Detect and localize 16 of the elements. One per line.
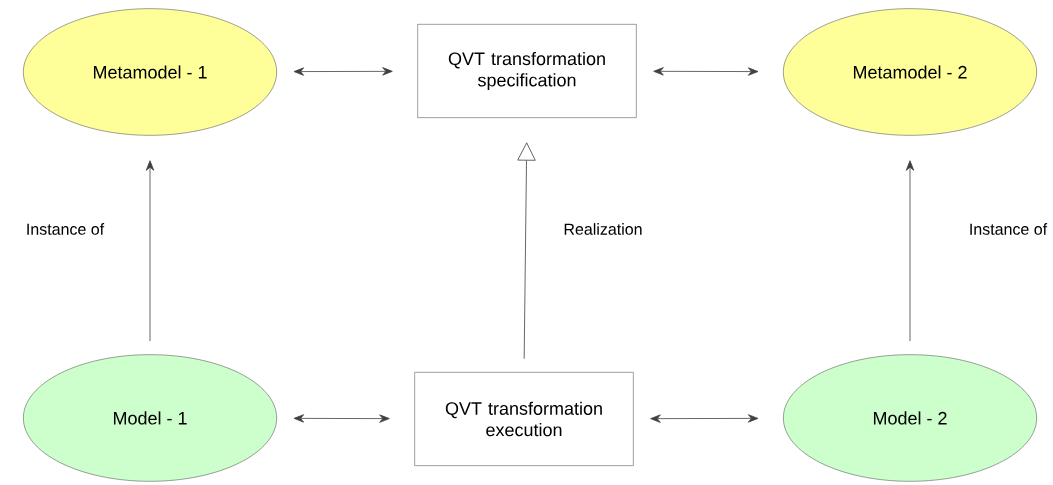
edge-label: Instance of	[24, 221, 106, 237]
process-box: QVT transformation execution	[414, 372, 634, 466]
arrow	[293, 67, 393, 76]
arrow	[517, 142, 536, 360]
arrow	[653, 67, 759, 76]
arrow	[650, 414, 759, 423]
edge-label: Instance of	[967, 221, 1049, 237]
process-box: QVT transformation specification	[417, 24, 637, 118]
ellipse-node: Model - 1	[23, 354, 277, 482]
ellipse-node: Metamodel - 1	[23, 8, 277, 136]
arrow	[293, 414, 390, 423]
ellipse-node: Metamodel - 2	[783, 8, 1037, 136]
arrow	[145, 160, 155, 342]
ellipse-node: Model - 2	[783, 354, 1037, 482]
edge-label: Realization	[562, 221, 644, 237]
arrow	[905, 160, 915, 342]
